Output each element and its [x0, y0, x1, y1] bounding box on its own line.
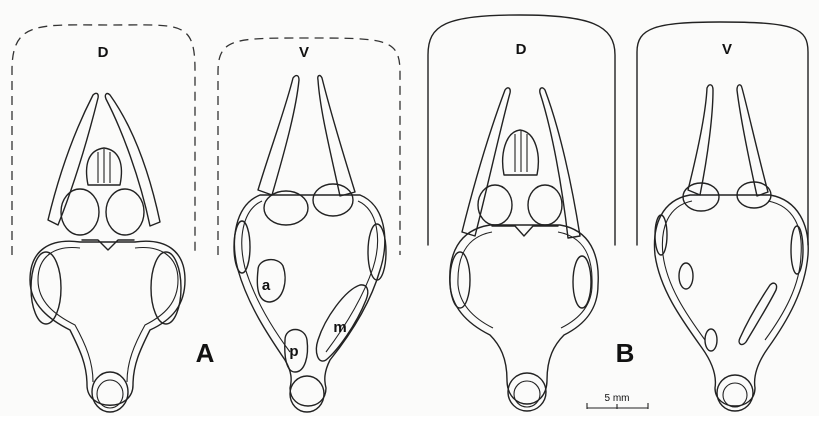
panel-a-ventral-right-eye [313, 184, 353, 216]
panel-a-dorsal-right-lobe [151, 252, 181, 324]
panel-b-ventral-label: V [722, 41, 732, 58]
scale-bar: 5 mm [587, 393, 648, 409]
panel-a-label: A [196, 338, 215, 368]
panel-a-region-p-label: p [289, 343, 298, 360]
panel-b-dorsal-label: D [516, 41, 527, 58]
panel-b-dorsal-body [450, 225, 598, 404]
panel-b-ventral-right-horn [737, 85, 768, 196]
panel-a-region-m-label: m [333, 319, 346, 336]
panel-b-dorsal-central-notch [492, 226, 558, 236]
panel-b-label: B [616, 338, 635, 368]
panel-b-ventral-view: V [637, 22, 808, 411]
panel-a-dorsal-label: D [98, 44, 109, 61]
panel-a-dorsal-view: D [12, 25, 195, 412]
panel-b-ventral-tail-knob-inner [723, 383, 747, 407]
panel-b-ventral-body-inner [662, 201, 801, 340]
panel-b-ventral-left-horn [688, 85, 713, 195]
panel-b-dorsal-view: D [428, 15, 615, 411]
panel-a-ventral-left-eye [264, 191, 308, 225]
panel-b-dorsal-tail-knob-inner [514, 381, 540, 407]
panel-a-ventral-view: a p m V [218, 38, 400, 412]
panel-a-dorsal-right-horn [105, 94, 160, 226]
panel-a-dorsal-right-eye [106, 189, 144, 235]
panel-a-ventral-label: V [299, 44, 309, 61]
panel-b-ventral-left-lobe [655, 215, 667, 255]
panel-b-ventral-region-a [679, 263, 693, 289]
panel-a-ventral-body [234, 195, 384, 406]
panel-b-ventral-region-m [739, 283, 776, 344]
scale-bar-label: 5 mm [605, 393, 630, 404]
panel-b-dorsal-right-eye [528, 185, 562, 225]
panel-a-ventral-left-horn [258, 76, 299, 195]
panel-a-region-a-label: a [262, 277, 271, 294]
panel-b-ventral-region-p [705, 329, 717, 351]
panel-b-dorsal-right-lobe [573, 256, 591, 308]
panel-a-ventral-right-horn [318, 76, 355, 196]
panel-a-dorsal-left-eye [61, 189, 99, 235]
panel-a-dorsal-left-horn [48, 93, 98, 225]
panel-b-ventral-body [654, 195, 808, 406]
panel-a-dorsal-tail-knob-inner [97, 380, 123, 408]
panel-b-dorsal-body-inner [458, 232, 592, 328]
